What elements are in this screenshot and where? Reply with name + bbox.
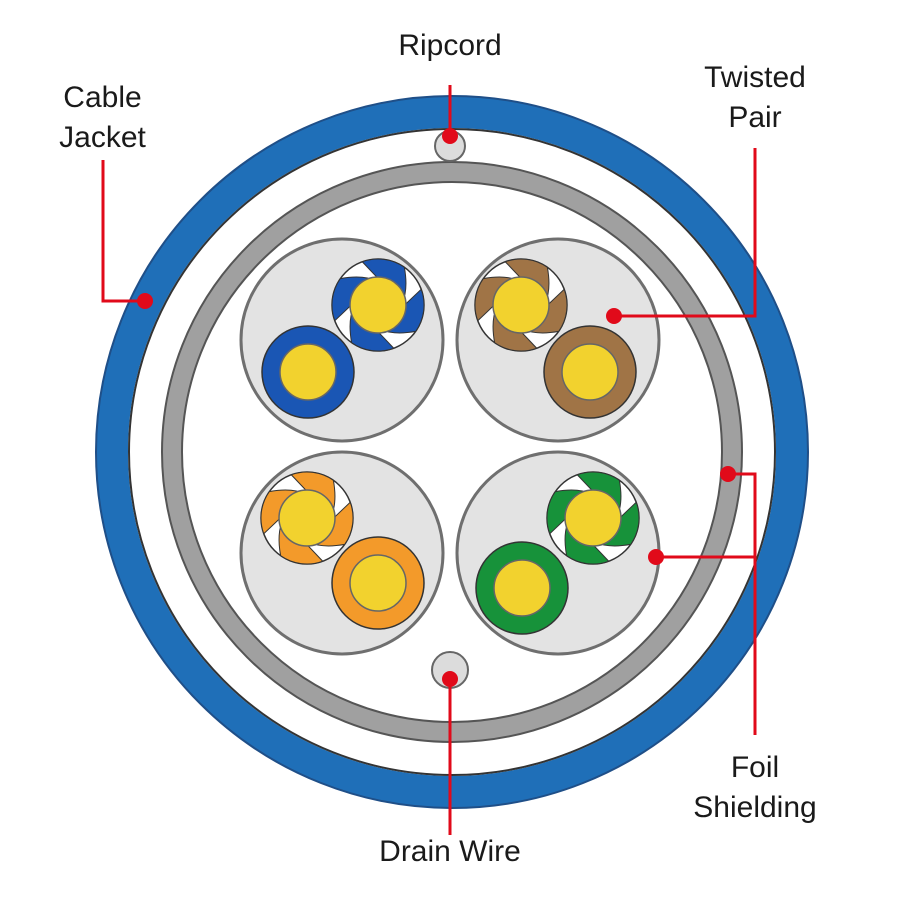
foil-shielding (162, 162, 742, 742)
foil-shielding-label-line1: Foil (730, 751, 780, 784)
cable-jacket (96, 96, 808, 808)
pair-jacket (455, 450, 661, 656)
blue-pair (239, 237, 445, 443)
ripcord-label: Ripcord (370, 26, 530, 66)
cable-jacket-label-line2: Jacket (59, 121, 146, 154)
solid-wire-conductor (279, 343, 337, 401)
leader-cable-jacket (101, 160, 145, 303)
solid-wire-conductor (349, 554, 407, 612)
cable-jacket-label-line1: Cable (63, 81, 142, 114)
twisted-pair-label: Twisted Pair (680, 58, 830, 138)
green-pair (455, 450, 661, 656)
twisted-pair-label-line2: Pair (728, 101, 782, 134)
dot-foil-2 (648, 549, 664, 565)
drain-wire-label-text: Drain Wire (379, 835, 521, 868)
ripcord-label-text: Ripcord (398, 29, 502, 62)
foil-shielding-label-line2: Shielding (693, 791, 817, 824)
foil-shielding-label: Foil Shielding (670, 748, 840, 828)
dot-drain-wire (442, 671, 458, 687)
striped-wire-conductor (492, 276, 550, 334)
striped-wire-conductor (564, 489, 622, 547)
brown-pair (455, 237, 661, 443)
drain-wire-label: Drain Wire (340, 832, 560, 872)
twisted-pair-label-line1: Twisted (704, 61, 806, 94)
dot-cable-jacket (137, 293, 153, 309)
orange-pair (239, 450, 445, 656)
leader-dots (137, 128, 736, 687)
leader-foil-1 (728, 472, 757, 735)
dot-ripcord (442, 128, 458, 144)
solid-wire-conductor (561, 343, 619, 401)
jacket-outer-edge (95, 95, 809, 809)
twisted-pairs (239, 237, 661, 656)
leader-lines (101, 85, 757, 835)
dot-twisted-pair (606, 308, 622, 324)
striped-wire-conductor (278, 489, 336, 547)
dot-foil-1 (720, 466, 736, 482)
foil-outer-edge (161, 161, 743, 743)
striped-wire-conductor (349, 276, 407, 334)
leader-twisted-pair (614, 148, 757, 318)
cable-jacket-label: Cable Jacket (30, 78, 175, 158)
foil-inner-edge (181, 181, 723, 723)
solid-wire-conductor (493, 559, 551, 617)
